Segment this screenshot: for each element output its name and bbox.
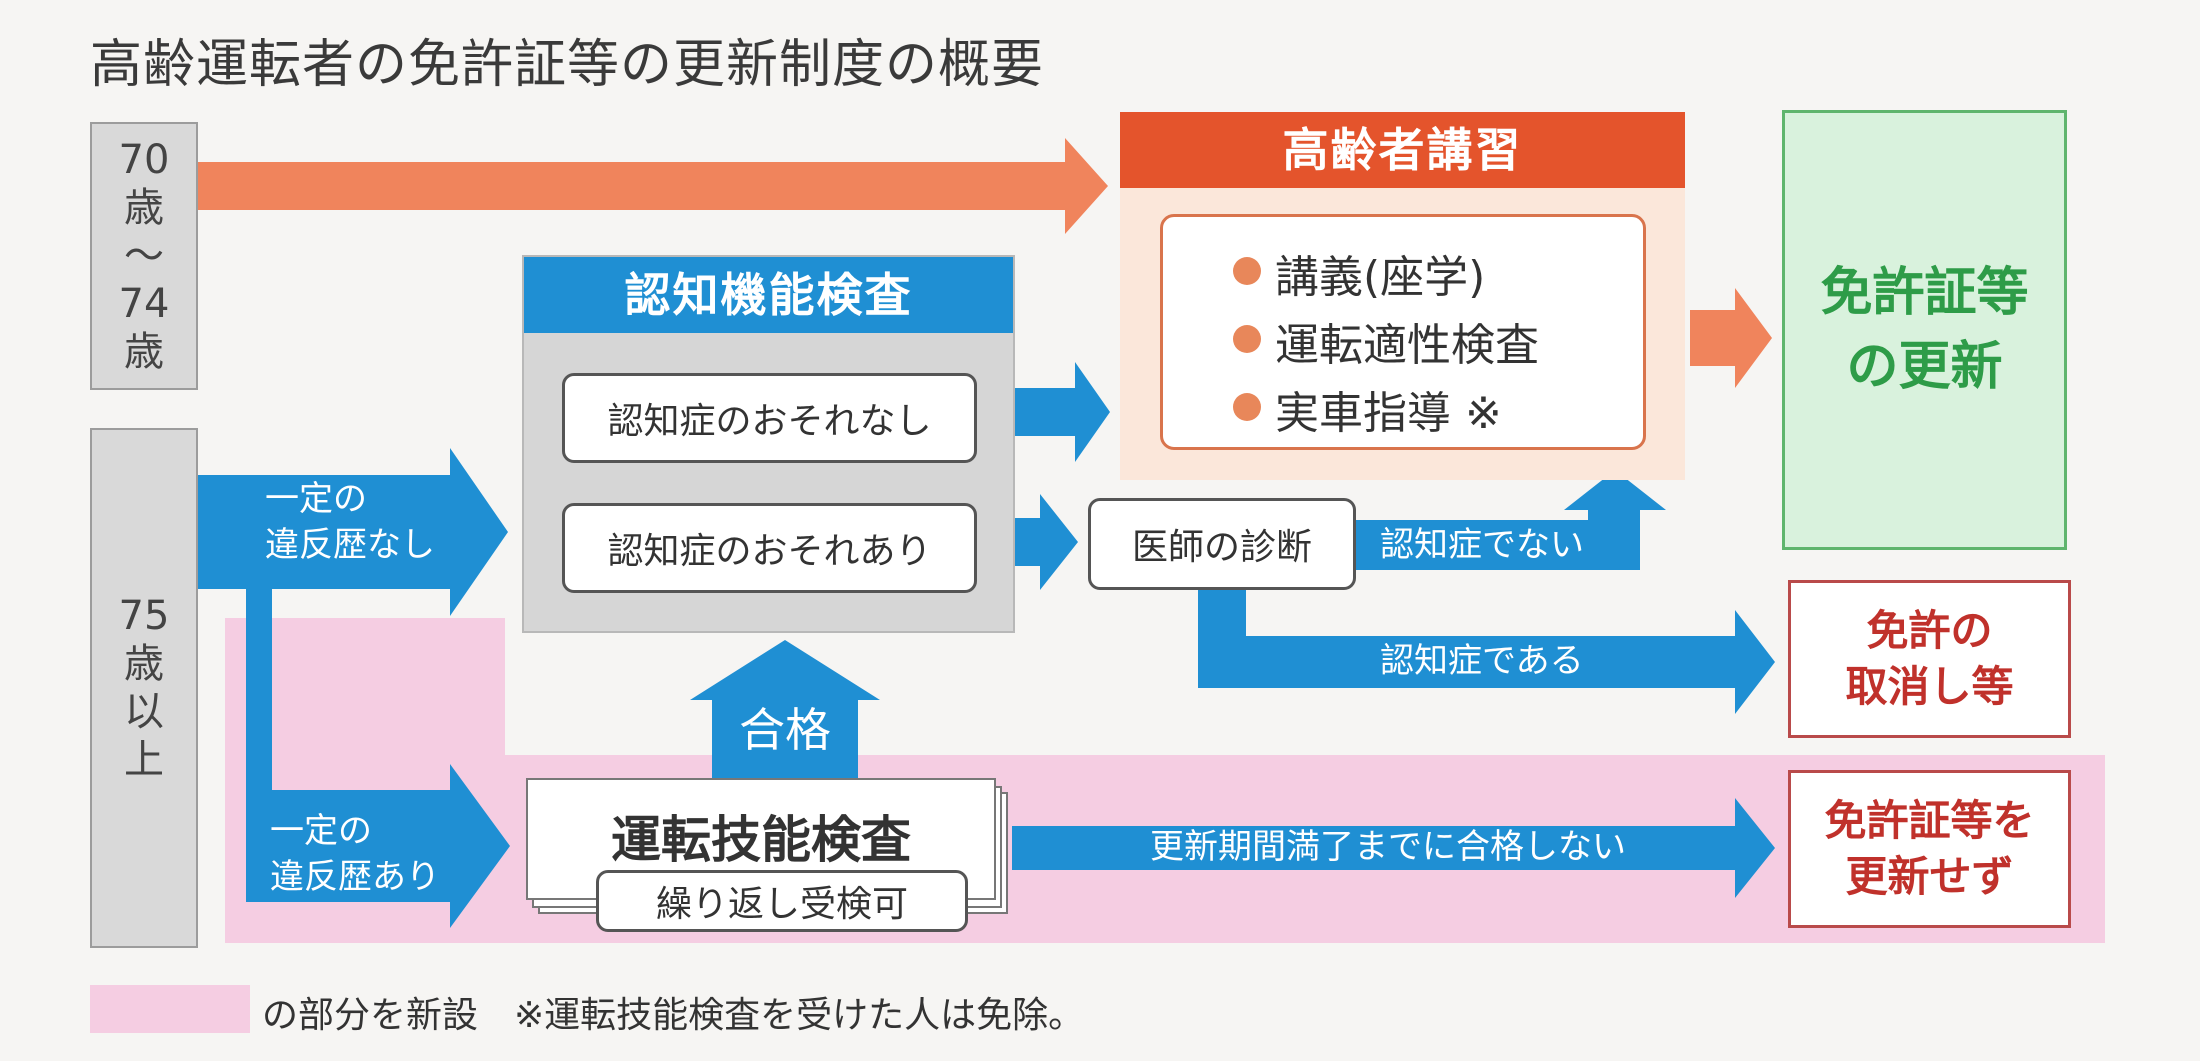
license-revocation-box: 免許の 取消し等 <box>1788 580 2071 738</box>
legend-swatch <box>90 985 250 1033</box>
elderly-lecture-header: 高齢者講習 <box>1120 112 1685 188</box>
age-75-plus-label: 75 歳 以 上 <box>118 593 170 783</box>
driving-test-title: 運転技能検査 <box>611 811 911 869</box>
no-violation-label: 一定の 違反歴なし <box>265 479 435 565</box>
lecture-item-2: 運転適性検査 <box>1275 320 1539 371</box>
arrow-to-driving-test <box>246 764 510 928</box>
doctor-diagnosis-box: 医師の診断 <box>1088 498 1356 590</box>
not-dementia-label: 認知症でない <box>1380 525 1584 565</box>
not-renewed-box: 免許証等を 更新せず <box>1788 770 2071 928</box>
bullet-icon <box>1233 393 1261 421</box>
arrow-lecture-to-renewal <box>1690 288 1772 388</box>
pass-label: 合格 <box>739 703 831 757</box>
age-75-plus-box: 75 歳 以 上 <box>90 428 198 948</box>
arrow-pass <box>690 640 880 780</box>
no-dementia-risk-box: 認知症のおそれなし <box>562 373 977 463</box>
lecture-item-3: 実車指導 ※ <box>1275 388 1502 439</box>
license-renewal-label: 免許証等 の更新 <box>1820 263 2029 397</box>
legend-text: の部分を新設 ※運転技能検査を受けた人は免除。 <box>262 995 1085 1036</box>
violation-label: 一定の 違反歴あり <box>270 811 440 897</box>
bullet-icon <box>1233 257 1261 285</box>
lecture-content-box: 講義(座学) 運転適性検査 実車指導 ※ <box>1160 214 1646 450</box>
arrow-not-dementia <box>1355 470 1666 570</box>
not-renewed-label: 免許証等を 更新せず <box>1824 796 2035 901</box>
age-70-74-box: 70 歳 ～ 74 歳 <box>90 122 198 390</box>
fail-label: 更新期間満了までに合格しない <box>1150 827 1626 867</box>
page-title: 高齢運転者の免許証等の更新制度の概要 <box>90 35 1045 95</box>
lecture-item-1: 講義(座学) <box>1275 252 1486 303</box>
elderly-lecture-block: 高齢者講習 講義(座学) 運転適性検査 実車指導 ※ <box>1120 112 1685 480</box>
license-renewal-box: 免許証等 の更新 <box>1782 110 2067 550</box>
arrow-70-to-lecture <box>198 138 1108 234</box>
retake-allowed-box: 繰り返し受検可 <box>596 870 968 932</box>
age-70-74-label: 70 歳 ～ 74 歳 <box>118 137 170 375</box>
arrow-norisk-to-lecture <box>970 362 1110 462</box>
cognitive-test-header: 認知機能検査 <box>524 257 1013 333</box>
cognitive-test-block: 認知機能検査 認知症のおそれなし 認知症のおそれあり <box>522 255 1015 633</box>
bullet-icon <box>1233 325 1261 353</box>
dementia-risk-box: 認知症のおそれあり <box>562 503 977 593</box>
dementia-label: 認知症である <box>1380 641 1584 681</box>
arrow-fail <box>1012 798 1775 898</box>
arrow-to-cognitive <box>198 448 508 616</box>
arrow-dementia <box>1198 585 1775 714</box>
license-revocation-label: 免許の 取消し等 <box>1845 606 2014 711</box>
